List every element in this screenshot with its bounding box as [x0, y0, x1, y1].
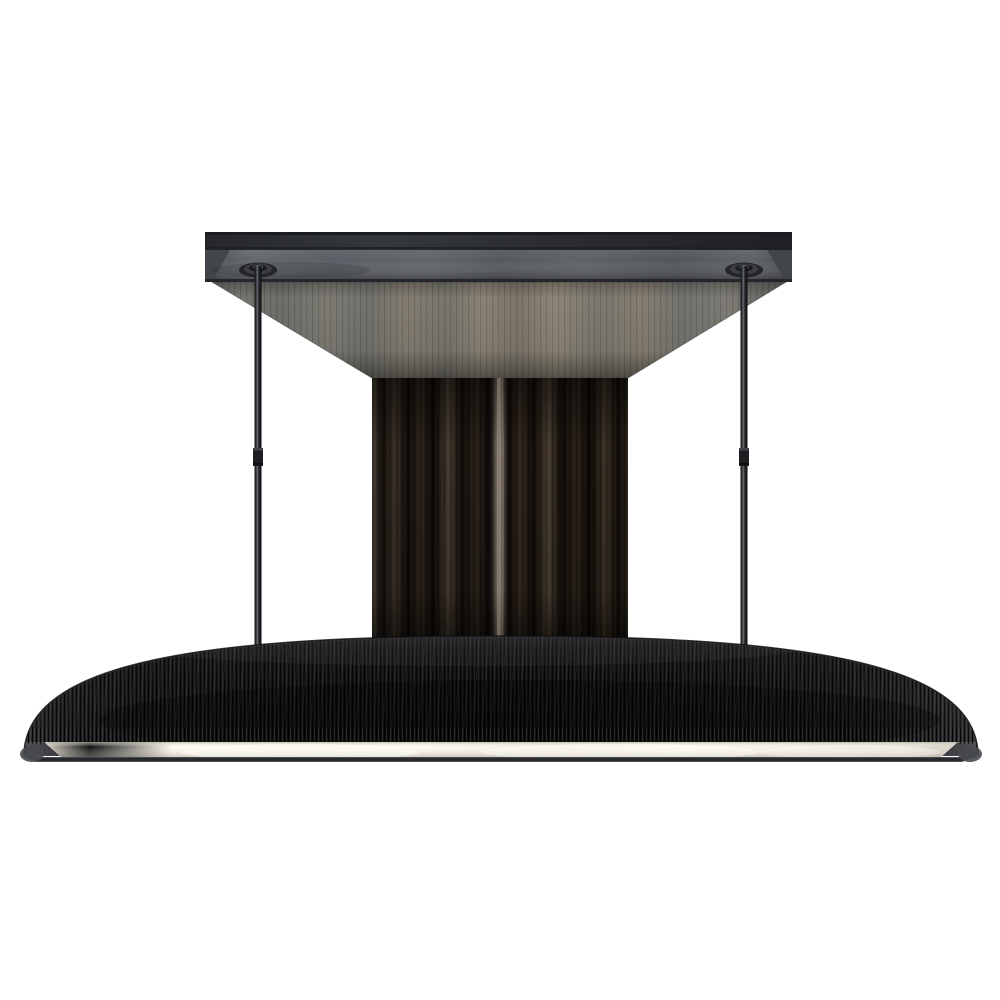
finial-label: rod collar finials	[0, 87, 111, 104]
striped-inner-column	[372, 378, 628, 644]
bottom-rim	[20, 746, 982, 762]
illuminated-diffuser	[44, 742, 958, 760]
ceiling-canopy	[205, 232, 792, 282]
woven-dome-shade	[23, 635, 979, 757]
